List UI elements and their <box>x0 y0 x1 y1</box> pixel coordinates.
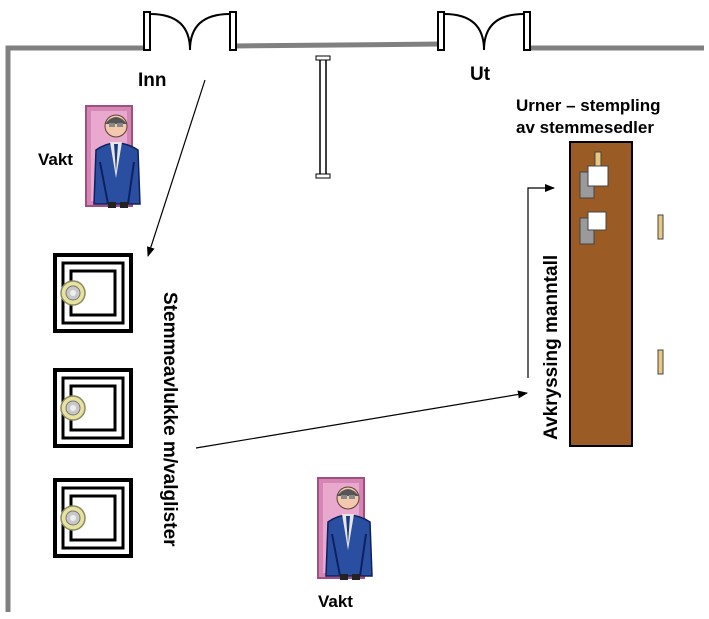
arrow-icon <box>146 79 206 257</box>
voting-booth-icon <box>53 368 133 448</box>
chair-icon <box>657 214 664 240</box>
exit-label: Ut <box>470 64 491 85</box>
guard-top-icon <box>85 105 141 209</box>
guard-bottom-label: Vakt <box>318 592 353 611</box>
register-label: Avkryssing manntall <box>541 254 562 440</box>
entrance-label: Inn <box>138 70 167 91</box>
urns-label-line2: av stemmesedler <box>516 118 654 137</box>
urns-label-line1: Urner – stempling <box>516 96 661 115</box>
entrance-door-icon[interactable] <box>143 11 237 51</box>
exit-door-icon[interactable] <box>437 11 531 51</box>
chair-icon <box>657 349 664 375</box>
booths-label: Stemmeavlukke m/valglister <box>159 292 180 547</box>
flow-arrows <box>146 79 555 449</box>
guard-top-label: Vakt <box>38 150 73 169</box>
urn-icon <box>579 151 609 199</box>
urn-table <box>569 141 633 447</box>
arrow-icon <box>195 390 528 449</box>
partition-wall <box>315 55 331 179</box>
guard-bottom-icon <box>317 477 373 581</box>
arrow-icon <box>527 184 555 378</box>
voting-booth-icon <box>53 253 133 333</box>
urn-icon <box>579 211 607 245</box>
voting-booth-icon <box>53 478 133 558</box>
walls <box>5 41 704 612</box>
